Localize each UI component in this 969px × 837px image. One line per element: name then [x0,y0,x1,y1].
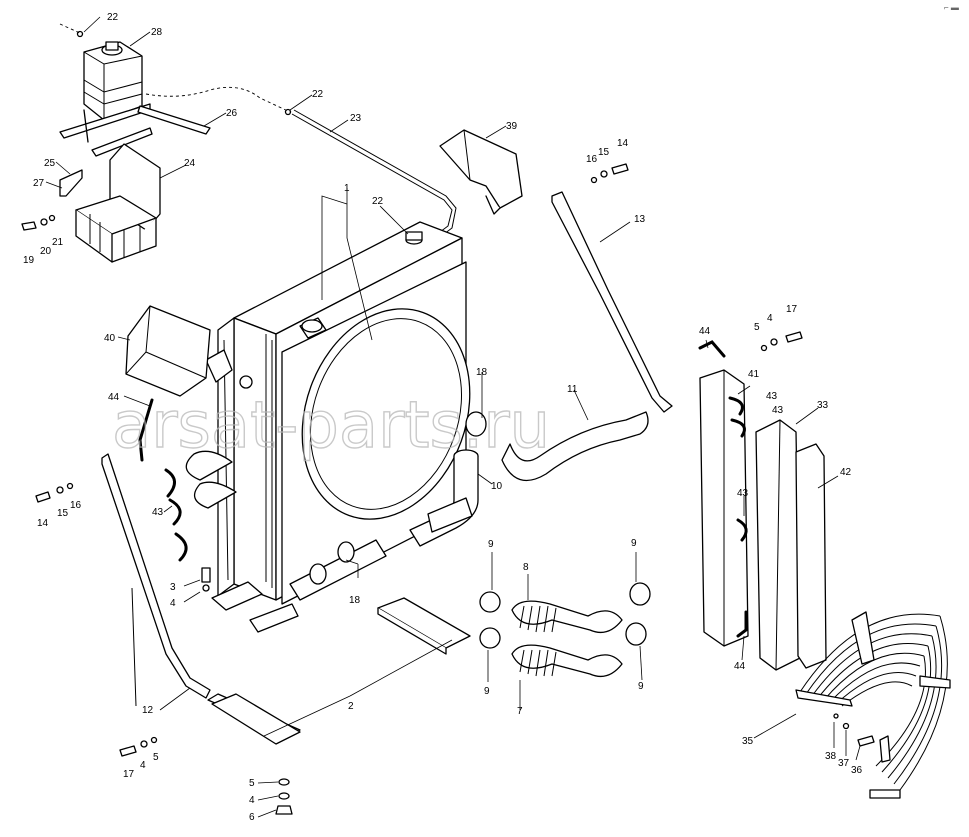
leader-lines-bottom [257,781,279,818]
callout-25: 25 [44,158,56,169]
callout-26: 26 [226,108,238,119]
hose-clamps-9 [479,582,651,649]
callout-9: 9 [484,686,490,697]
stay-rod-13 [551,191,673,413]
callout-15: 15 [598,147,610,158]
callout-15: 15 [57,508,69,519]
elbow-pipe-10 [409,449,479,547]
callout-1: 1 [344,183,350,194]
callout-44: 44 [734,661,746,672]
callout-5: 5 [249,778,255,789]
callout-2: 2 [348,701,354,712]
callout-4: 4 [170,598,176,609]
callout-35: 35 [742,736,754,747]
clip-44-upper [698,340,726,358]
callout-7: 7 [517,706,523,717]
callout-20: 20 [40,246,52,257]
callout-14: 14 [37,518,49,529]
lower-hose-7 [511,644,623,678]
callout-23: 23 [350,113,362,124]
callout-22: 22 [312,89,324,100]
callout-18: 18 [476,367,488,378]
callout-18: 18 [349,595,361,606]
callout-16: 16 [70,500,82,511]
corner-mark: ⌐ ▬ [944,3,959,12]
callout-42: 42 [840,467,852,478]
callout-24: 24 [184,158,196,169]
baffle-41 [699,369,749,647]
callout-22: 22 [107,12,119,23]
callout-39: 39 [506,121,518,132]
callout-16: 16 [586,154,598,165]
overflow-hose-route [145,86,291,113]
callout-9: 9 [638,681,644,692]
callout-41: 41 [748,369,760,380]
mounting-plate-2 [211,597,471,745]
cover-39 [439,129,523,215]
fasteners [21,30,875,815]
baffle-33 [755,419,801,671]
callout-6: 6 [249,812,255,823]
callout-5: 5 [754,322,760,333]
callout-37: 37 [838,758,850,769]
callout-10: 10 [491,481,503,492]
callout-44: 44 [108,392,120,403]
callout-13: 13 [634,214,646,225]
upper-hose-11 [465,411,649,482]
tank-support-24 [59,143,161,263]
callout-43: 43 [766,391,778,402]
watermark: arsat-parts.ru [112,389,550,463]
callout-43: 43 [772,405,784,416]
callout-17: 17 [786,304,798,315]
callout-labels: 22 28 22 23 26 39 14 15 16 25 24 27 1 22… [23,12,863,823]
callout-5: 5 [153,752,159,763]
callout-19: 19 [23,255,35,266]
callout-3: 3 [170,582,176,593]
callout-21: 21 [52,237,64,248]
leader-lines [45,16,861,761]
callout-43: 43 [737,488,749,499]
callout-9: 9 [488,539,494,550]
lower-hose-8 [511,600,623,634]
callout-8: 8 [523,562,529,573]
overflow-tube-23 [291,109,457,241]
callout-40: 40 [104,333,116,344]
callout-33: 33 [817,400,829,411]
expansion-tank-28 [83,41,143,121]
callout-4: 4 [140,760,146,771]
callout-11: 11 [567,384,578,395]
tank-bracket-26 [59,103,211,157]
callout-38: 38 [825,751,837,762]
callout-44: 44 [699,326,711,337]
fan-guard-35 [795,611,951,799]
callout-9: 9 [631,538,637,549]
callout-28: 28 [151,27,163,38]
callout-4: 4 [249,795,255,806]
tank-hose-route [59,23,83,35]
callout-22: 22 [372,196,384,207]
callout-12: 12 [142,705,154,716]
baffle-42 [795,443,827,669]
callout-43: 43 [152,507,164,518]
callout-36: 36 [851,765,863,776]
callout-4: 4 [767,313,773,324]
seal-strips-left [138,398,188,562]
callout-14: 14 [617,138,629,149]
callout-27: 27 [33,178,45,189]
side-cover-40 [125,305,211,397]
callout-17: 17 [123,769,135,780]
